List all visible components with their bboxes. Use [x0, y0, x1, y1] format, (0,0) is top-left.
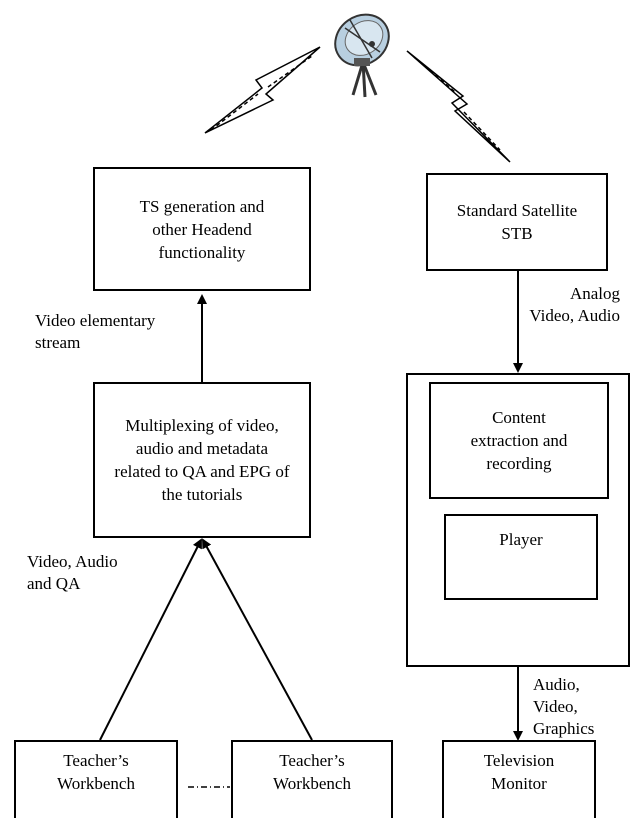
content-extraction-box: Content extraction and recording	[429, 382, 609, 499]
player-label: Player	[499, 530, 543, 549]
headend-label: TS generation and other Headend function…	[139, 196, 265, 262]
tv-monitor-label: Television Monitor	[483, 751, 555, 793]
workbench-box-2: Teacher’s Workbench	[231, 740, 393, 818]
arrow-workbench1-to-mux	[99, 538, 202, 741]
headend-box: TS generation and other Headend function…	[93, 167, 311, 291]
stb-label: Standard Satellite STB	[456, 201, 578, 243]
tv-monitor-box: Television Monitor	[442, 740, 596, 818]
edge-label-video-elementary-stream: Video elementary stream	[35, 311, 156, 352]
arrow-workbench2-to-mux	[202, 538, 313, 741]
workbench-box-1: Teacher’s Workbench	[14, 740, 178, 818]
edge-label-analog-video-audio: Analog Video, Audio	[529, 284, 620, 325]
edge-label-audio-video-graphics: Audio, Video, Graphics	[533, 675, 595, 738]
content-extraction-label: Content extraction and recording	[470, 408, 568, 473]
uplink-lightning-bolt-icon	[204, 46, 321, 134]
satellite-dish-icon	[334, 13, 390, 98]
mux-label: Multiplexing of video, audio and metadat…	[114, 416, 290, 504]
mux-box: Multiplexing of video, audio and metadat…	[93, 382, 311, 538]
player-box: Player	[444, 514, 598, 600]
workbench-2-label: Teacher’s Workbench	[273, 751, 351, 793]
stb-box: Standard Satellite STB	[426, 173, 608, 271]
workbench-1-label: Teacher’s Workbench	[57, 751, 135, 793]
downlink-lightning-bolt-icon	[406, 50, 511, 163]
edge-label-video-audio-qa: Video, Audio and QA	[27, 552, 118, 593]
